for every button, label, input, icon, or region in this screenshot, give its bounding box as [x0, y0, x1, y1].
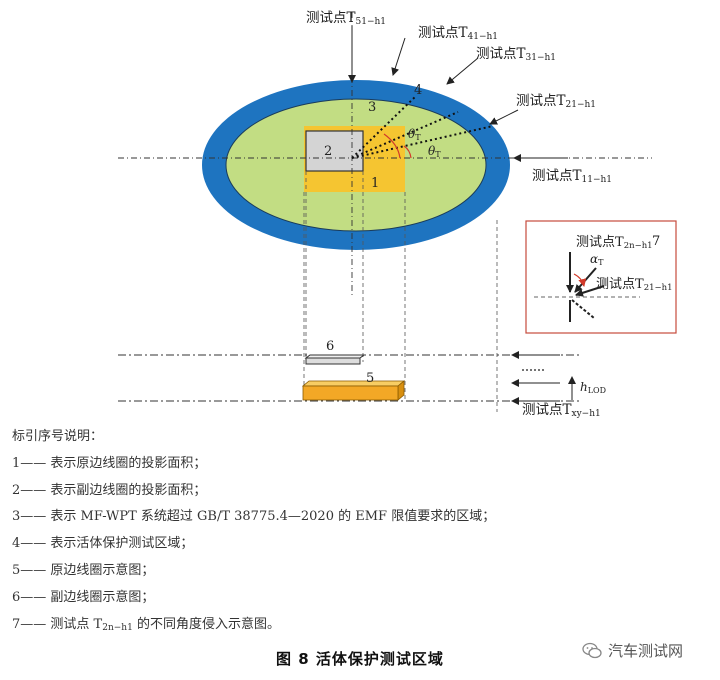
num-label-5: 5 [366, 371, 374, 386]
legend-item-1: 1—— 表示原边线圈的投影面积； [12, 455, 207, 471]
primary-coil-front [302, 385, 399, 401]
intrusion-angle-inset [525, 220, 677, 334]
arrow-t41 [391, 37, 406, 76]
label-inset-t21: 测试点T21−h1 [596, 277, 673, 293]
figure-caption: 图 8 活体保护测试区域 [276, 650, 444, 668]
primary-coil-top [301, 380, 406, 387]
num-label-2: 2 [324, 144, 332, 159]
label-h-lod: hLOD [580, 380, 606, 395]
num-label-3: 3 [368, 100, 376, 115]
ray-t21 [351, 125, 494, 159]
watermark: 汽车测试网 [582, 640, 683, 661]
legend-item-7: 7—— 测试点 T2n−h1 的不同角度侵入示意图。 [12, 616, 280, 633]
label-t2n: 测试点T2n−h1 [576, 235, 653, 251]
theta-arc-2 [403, 145, 412, 159]
secondary-coil-projection [305, 130, 364, 172]
diagram: 测试点T51−h1 测试点T41−h1 测试点T31−h1 测试点T21−h1 … [118, 10, 677, 419]
label-t21: 测试点T21−h1 [516, 93, 596, 110]
wechat-icon [582, 642, 602, 658]
legend-item-5: 5—— 原边线圈示意图； [12, 562, 155, 578]
theta-arc-1 [383, 133, 401, 159]
ray-t31 [351, 111, 459, 159]
num-label-6: 6 [326, 339, 334, 354]
label-t41: 测试点T41−h1 [418, 25, 498, 42]
label-t11: 测试点T11−h1 [532, 168, 612, 185]
legend-item-4: 4—— 表示活体保护测试区域； [12, 536, 194, 552]
h-lod-arrowhead [568, 376, 576, 384]
inset-arrow-t21 [575, 285, 605, 297]
legend-item-6: 6—— 副边线圈示意图； [12, 589, 155, 605]
legend-item-3: 3—— 表示 MF-WPT 系统超过 GB/T 38775.4—2020 的 E… [12, 509, 496, 525]
label-txy: 测试点Txy−h1 [522, 402, 601, 419]
num-label-7: 7 [652, 234, 660, 249]
legend: 标引序号说明： 1—— 表示原边线圈的投影面积； 2—— 表示副边线圈的投影面积… [12, 424, 702, 641]
label-theta-1: θT [408, 127, 421, 142]
legend-item-2: 2—— 表示副边线圈的投影面积； [12, 482, 207, 498]
label-theta-2: θT [428, 144, 441, 159]
num-label-1: 1 [371, 176, 379, 191]
label-alpha: αT [590, 252, 604, 267]
arrow-t31 [446, 57, 479, 85]
watermark-text: 汽车测试网 [608, 642, 684, 660]
legend-title: 标引序号说明： [12, 429, 104, 444]
alpha-arc [573, 273, 587, 287]
label-t51: 测试点T51−h1 [306, 10, 386, 27]
arrow-t21 [489, 109, 519, 125]
label-t31: 测试点T31−h1 [476, 46, 556, 63]
num-label-4: 4 [414, 83, 422, 98]
secondary-coil-body [305, 357, 361, 365]
